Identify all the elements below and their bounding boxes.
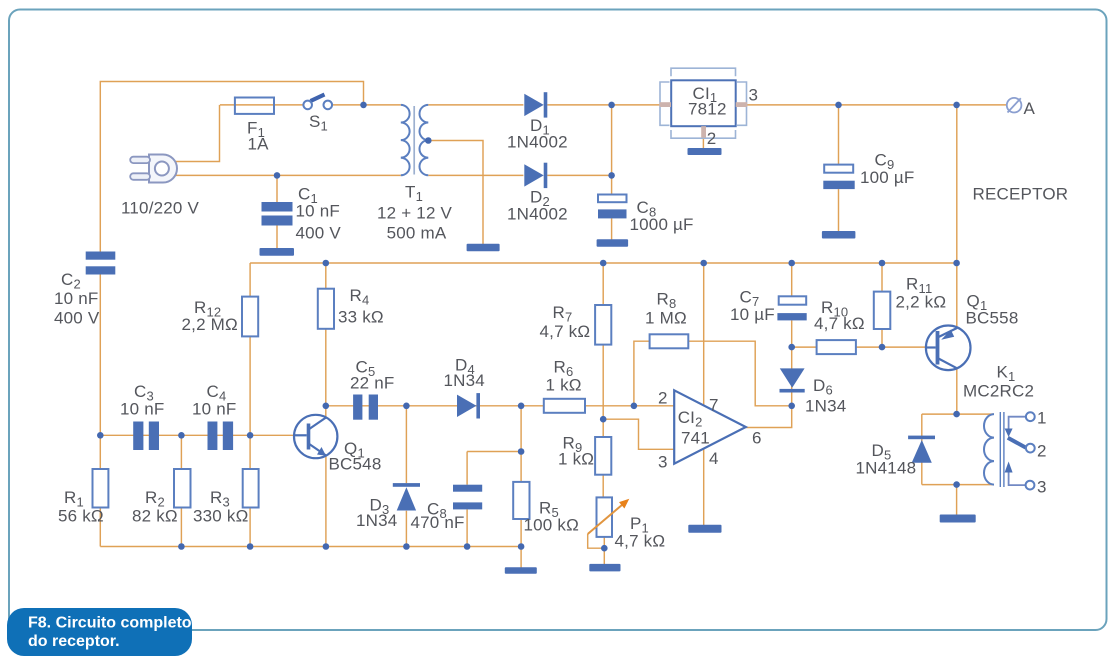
svg-text:56 kΩ: 56 kΩ: [58, 507, 104, 526]
svg-text:2: 2: [1037, 442, 1047, 461]
svg-text:6: 6: [752, 429, 762, 448]
svg-text:F8. Circuito completo: F8. Circuito completo: [28, 615, 192, 632]
svg-text:400 V: 400 V: [54, 309, 100, 328]
svg-text:2,2 kΩ: 2,2 kΩ: [896, 293, 947, 312]
svg-text:4,7 kΩ: 4,7 kΩ: [615, 532, 666, 551]
svg-text:82 kΩ: 82 kΩ: [132, 507, 178, 526]
svg-text:1N34: 1N34: [805, 397, 846, 416]
svg-text:BC558: BC558: [966, 309, 1019, 328]
svg-text:BC548: BC548: [329, 455, 382, 474]
svg-text:110/220 V: 110/220 V: [121, 199, 200, 218]
svg-text:A: A: [1024, 99, 1036, 118]
svg-text:1N34: 1N34: [356, 511, 397, 530]
svg-text:RECEPTOR: RECEPTOR: [973, 185, 1069, 204]
svg-text:12 + 12 V: 12 + 12 V: [377, 204, 453, 223]
svg-text:1 kΩ: 1 kΩ: [546, 376, 582, 395]
svg-text:100 µF: 100 µF: [860, 168, 914, 187]
svg-text:2: 2: [658, 389, 668, 408]
svg-text:MC2RC2: MC2RC2: [963, 382, 1034, 401]
svg-text:7: 7: [709, 396, 719, 415]
svg-text:2,2 MΩ: 2,2 MΩ: [182, 315, 238, 334]
svg-text:22 nF: 22 nF: [350, 374, 394, 393]
svg-text:1N34: 1N34: [444, 371, 485, 390]
svg-text:1 kΩ: 1 kΩ: [558, 450, 594, 469]
svg-text:741: 741: [681, 429, 710, 448]
svg-text:1 MΩ: 1 MΩ: [645, 309, 687, 328]
svg-text:7812: 7812: [688, 100, 727, 119]
svg-text:470 nF: 470 nF: [411, 513, 465, 532]
svg-text:10 µF: 10 µF: [730, 305, 775, 324]
svg-text:3: 3: [749, 86, 759, 105]
svg-text:1A: 1A: [248, 135, 270, 154]
svg-text:1N4148: 1N4148: [856, 459, 917, 478]
svg-text:4: 4: [709, 449, 719, 468]
svg-text:400 V: 400 V: [296, 224, 342, 243]
svg-text:10 nF: 10 nF: [120, 400, 164, 419]
svg-text:4,7 kΩ: 4,7 kΩ: [540, 322, 591, 341]
svg-text:3: 3: [1037, 478, 1047, 497]
svg-text:500 mA: 500 mA: [387, 224, 447, 243]
svg-text:3: 3: [658, 453, 668, 472]
svg-text:10 nF: 10 nF: [54, 289, 98, 308]
svg-text:1: 1: [1037, 409, 1047, 428]
svg-text:100 kΩ: 100 kΩ: [524, 516, 580, 535]
svg-text:2: 2: [707, 129, 717, 148]
svg-text:1N4002: 1N4002: [507, 205, 568, 224]
svg-text:1N4002: 1N4002: [507, 133, 568, 152]
svg-text:4,7 kΩ: 4,7 kΩ: [814, 314, 865, 333]
svg-text:33 kΩ: 33 kΩ: [338, 308, 384, 327]
svg-text:10 nF: 10 nF: [192, 400, 236, 419]
svg-text:1000 µF: 1000 µF: [630, 215, 694, 234]
svg-text:do receptor.: do receptor.: [28, 633, 120, 650]
svg-text:330 kΩ: 330 kΩ: [193, 507, 249, 526]
svg-text:10 nF: 10 nF: [296, 202, 340, 221]
svg-text:CI1: CI1: [693, 84, 718, 105]
